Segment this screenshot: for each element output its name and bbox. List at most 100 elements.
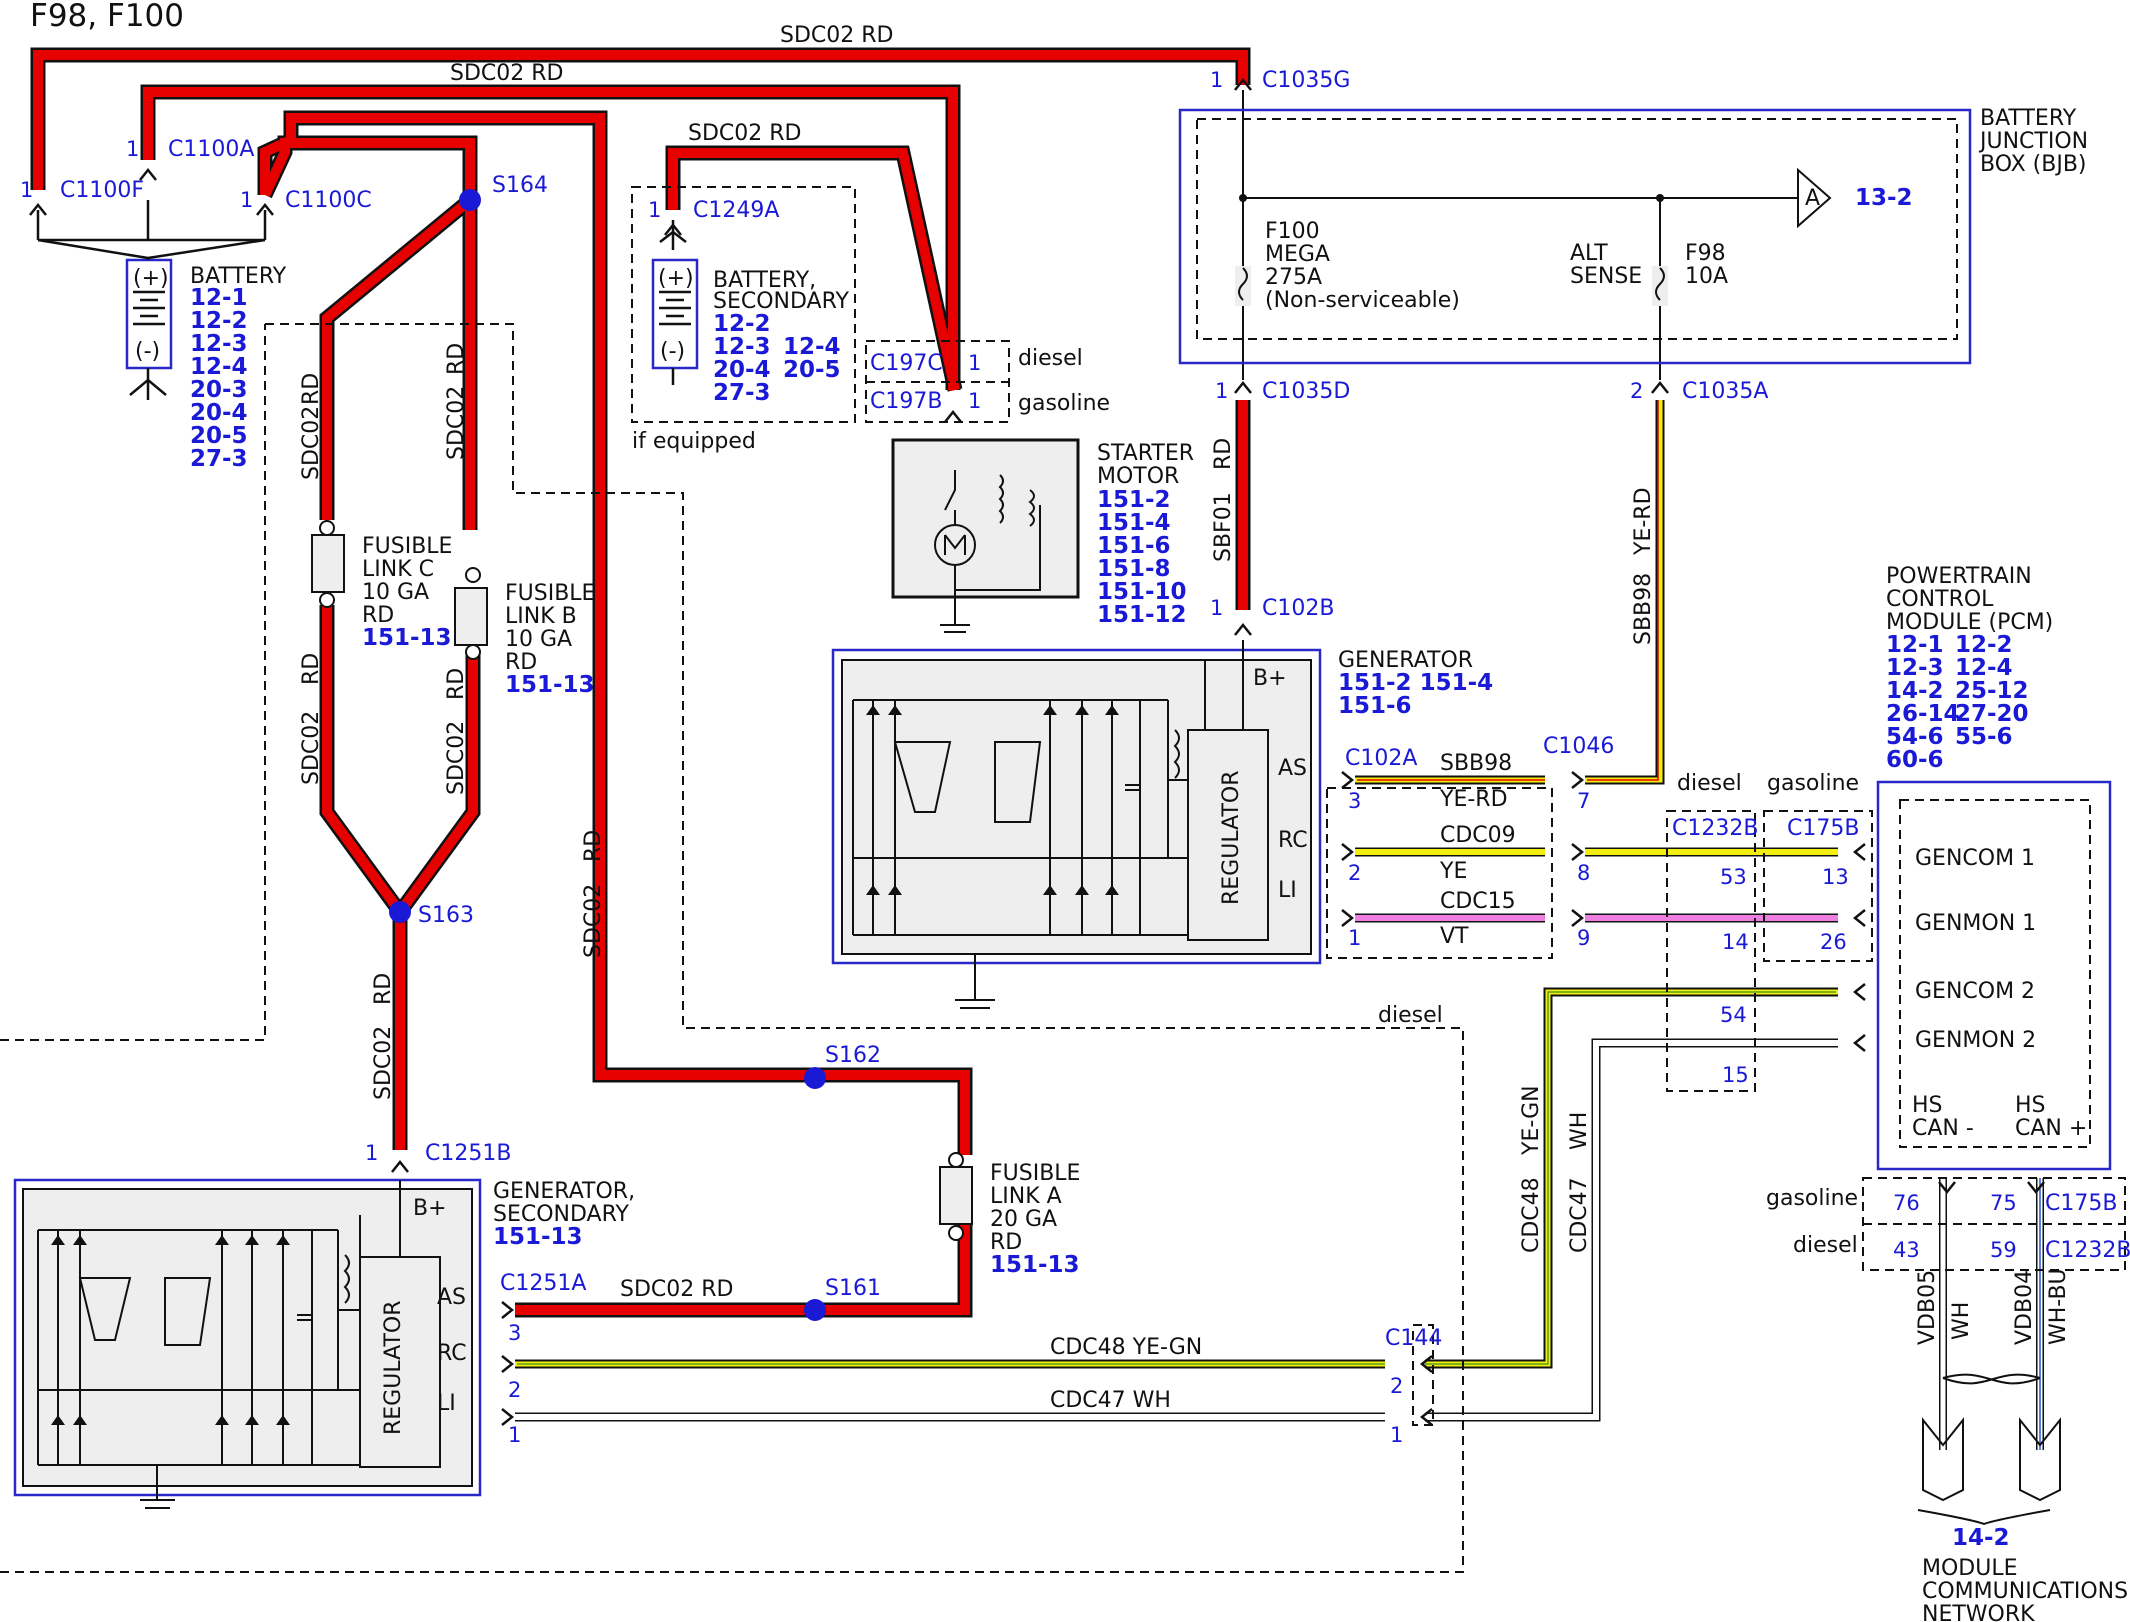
pin: 1 bbox=[20, 178, 33, 202]
wire-cdc48-v: CDC48 bbox=[1519, 1177, 1544, 1253]
pin: 76 bbox=[1893, 1191, 1920, 1215]
wire-rd-sbf01: RD bbox=[1211, 438, 1236, 470]
ref-battery-sec-2: 12-3 bbox=[713, 334, 771, 360]
ref-pcm-2: 12-2 bbox=[1955, 632, 2013, 658]
splice-s161-label: S161 bbox=[825, 1276, 881, 1301]
wire-sdc02-v6: SDC02 bbox=[581, 884, 606, 958]
as-label: AS bbox=[1278, 756, 1307, 781]
ref-battery-2: 12-2 bbox=[190, 308, 248, 334]
alt-sense-label-1: ALT bbox=[1570, 241, 1608, 266]
wire-ye: YE bbox=[1439, 859, 1467, 884]
pin: 1 bbox=[1390, 1423, 1403, 1447]
wire-sdc02-v4: SDC02 bbox=[444, 721, 469, 795]
dashed-outlines bbox=[0, 118, 2126, 1573]
fusible-a-label-3: 20 GA bbox=[990, 1207, 1057, 1232]
f100-label-2: MEGA bbox=[1265, 242, 1330, 267]
starter-label-2: MOTOR bbox=[1097, 464, 1179, 489]
rc-label: RC bbox=[1278, 828, 1308, 853]
f98-label-1: F98 bbox=[1685, 241, 1726, 266]
b-plus-label: B+ bbox=[1253, 666, 1287, 691]
wire-wh-v: WH bbox=[1567, 1112, 1592, 1150]
connector-c1100f: C1100F bbox=[60, 178, 144, 203]
fusible-a-label-4: RD bbox=[990, 1230, 1022, 1255]
regulator-label: REGULATOR bbox=[1219, 771, 1244, 905]
splice-s163 bbox=[389, 901, 411, 923]
wire-cdc47-v: CDC47 bbox=[1567, 1177, 1592, 1253]
generator-sec-internals bbox=[37, 1180, 441, 1509]
pin: 1 bbox=[1215, 379, 1228, 403]
pin: 15 bbox=[1722, 1063, 1749, 1087]
bjb-label-1: BATTERY bbox=[1980, 106, 2077, 131]
wire-ye-gn-v: YE-GN bbox=[1519, 1085, 1544, 1156]
ref-battery-5: 20-3 bbox=[190, 377, 248, 403]
wire-sdc02-secondary-battery: SDC02 RD bbox=[688, 121, 801, 146]
pin: 2 bbox=[508, 1378, 521, 1402]
pin: 1 bbox=[365, 1141, 378, 1165]
diesel-label-secondary: diesel bbox=[1378, 1003, 1443, 1028]
ref-battery-7: 20-5 bbox=[190, 423, 248, 449]
splice-s162-label: S162 bbox=[825, 1043, 881, 1068]
pin: 9 bbox=[1577, 926, 1590, 950]
generator-sec-diodes bbox=[51, 1235, 290, 1425]
ref-starter-3: 151-6 bbox=[1097, 533, 1171, 559]
pin: 1 bbox=[126, 137, 139, 161]
ref-pcm-4: 12-4 bbox=[1955, 655, 2013, 681]
wire-sdc02-v1: SDC02 bbox=[299, 406, 324, 480]
wire-sdc02-v5: SDC02 bbox=[371, 1026, 396, 1100]
splice-s164 bbox=[459, 189, 481, 211]
wire-cdc48: CDC48 YE-GN bbox=[1050, 1335, 1202, 1360]
pin: 7 bbox=[1577, 789, 1590, 813]
pin: 1 bbox=[1210, 596, 1223, 620]
pcm-label-3: MODULE (PCM) bbox=[1886, 610, 2053, 635]
pin: 54 bbox=[1720, 1003, 1747, 1027]
hs-can-minus-label-1: HS bbox=[1912, 1093, 1943, 1118]
pin: 1 bbox=[1348, 926, 1361, 950]
ref-bjb-a: 13-2 bbox=[1855, 185, 1913, 211]
ref-fusible-a: 151-13 bbox=[990, 1252, 1080, 1278]
ref-pcm-5: 14-2 bbox=[1886, 678, 1944, 704]
connector-c144: C144 bbox=[1385, 1326, 1442, 1351]
connector-c197c: C197C bbox=[870, 351, 943, 376]
pcm-label-2: CONTROL bbox=[1886, 587, 1994, 612]
hs-can-plus-label-2: CAN + bbox=[2015, 1116, 2087, 1141]
wire-rd-v4: RD bbox=[444, 668, 469, 700]
wire-rd-v1: RD bbox=[299, 373, 324, 405]
fusible-a-label-2: LINK A bbox=[990, 1184, 1062, 1209]
mcn-label-3: NETWORK bbox=[1922, 1602, 2035, 1622]
regulator-sec-label: REGULATOR bbox=[381, 1301, 406, 1435]
connector-c1035d: C1035D bbox=[1262, 379, 1350, 404]
ref-pcm-11: 60-6 bbox=[1886, 747, 1944, 773]
wire-vt: VT bbox=[1440, 924, 1469, 949]
labels: SDC02 RD SDC02 RD SDC02 RD SDC02 RD CDC4… bbox=[20, 23, 2130, 1622]
pin: 75 bbox=[1990, 1191, 2017, 1215]
fusible-c-label-2: LINK C bbox=[362, 557, 434, 582]
as-sec-label: AS bbox=[437, 1285, 466, 1310]
wire-sdc02-bottom: SDC02 RD bbox=[620, 1277, 733, 1302]
connector-c197b: C197B bbox=[870, 389, 942, 414]
ref-battery-1: 12-1 bbox=[190, 285, 248, 311]
connector-c1251a: C1251A bbox=[500, 1271, 586, 1296]
wire-cdc09: CDC09 bbox=[1440, 823, 1516, 848]
pin: 1 bbox=[508, 1423, 521, 1447]
connector-c1251b: C1251B bbox=[425, 1141, 511, 1166]
wire-vdb04: VDB04 bbox=[2012, 1270, 2037, 1345]
wire-rd-v3: RD bbox=[299, 653, 324, 685]
wire-sdc02-v2: SDC02 bbox=[444, 386, 469, 460]
fusible-a-label-1: FUSIBLE bbox=[990, 1161, 1080, 1186]
ref-starter-6: 151-12 bbox=[1097, 602, 1187, 628]
connector-c175b-can: C175B bbox=[2045, 1191, 2117, 1216]
bjb-internals bbox=[1235, 167, 1832, 306]
pin: 1 bbox=[648, 198, 661, 222]
pin: 53 bbox=[1720, 865, 1747, 889]
splice-s162 bbox=[804, 1067, 826, 1089]
gasoline-label-pcm: gasoline bbox=[1767, 771, 1859, 796]
connector-c1100a: C1100A bbox=[168, 137, 254, 162]
fusible-b-label-2: LINK B bbox=[505, 604, 577, 629]
splice-s161 bbox=[804, 1299, 826, 1321]
wire-sbf01: SBF01 bbox=[1211, 492, 1236, 562]
li-label: LI bbox=[1278, 878, 1297, 903]
ref-starter-4: 151-8 bbox=[1097, 556, 1171, 582]
ref-battery-sec-1: 12-2 bbox=[713, 311, 771, 337]
fusible-links bbox=[311, 520, 973, 1241]
battery-minus-label: (-) bbox=[135, 339, 160, 364]
